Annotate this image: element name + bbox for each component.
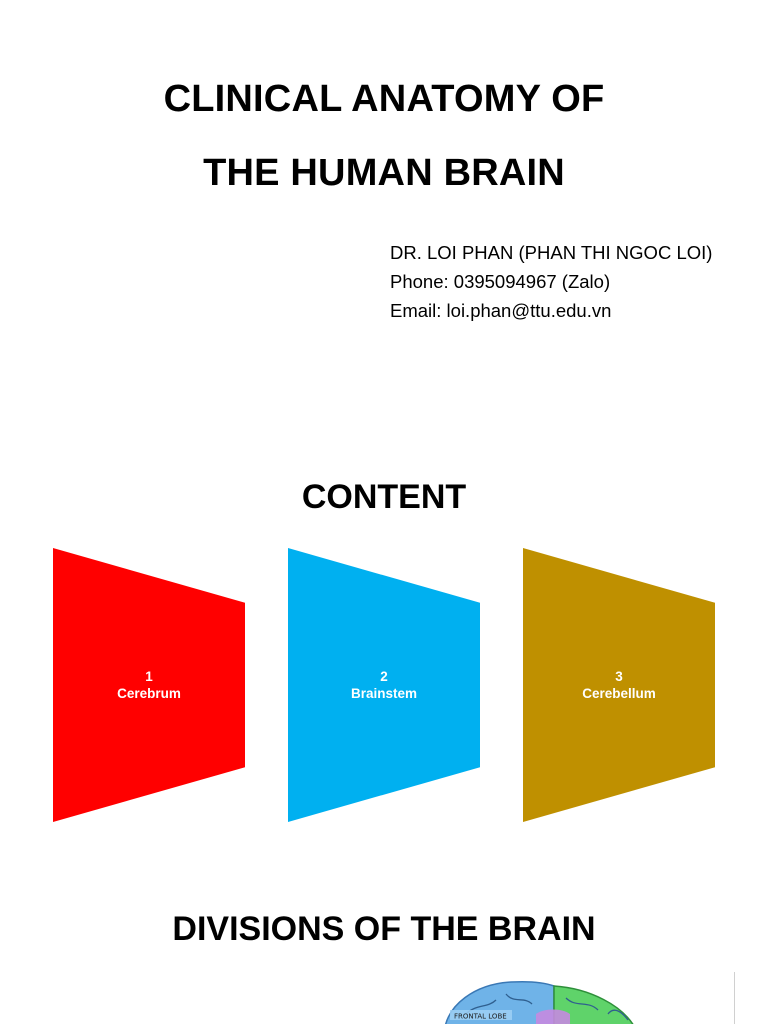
divisions-heading: DIVISIONS OF THE BRAIN — [172, 910, 596, 948]
brain-illustration: FRONTAL LOBE — [445, 981, 634, 1024]
author-block: DR. LOI PHAN (PHAN THI NGOC LOI) Phone: … — [390, 238, 712, 325]
title-line-1: CLINICAL ANATOMY OF — [163, 78, 605, 120]
title-line-2: THE HUMAN BRAIN — [203, 152, 565, 194]
page-edge-divider — [734, 972, 735, 1024]
content-item-cerebrum: 1 Cerebrum — [53, 548, 245, 822]
brain-diagram: FRONTAL LOBE — [436, 974, 646, 1024]
content-item-number: 3 — [615, 669, 623, 684]
author-name: DR. LOI PHAN (PHAN THI NGOC LOI) — [390, 242, 713, 263]
content-item-label: Cerebellum — [582, 686, 656, 701]
content-item-label: Cerebrum — [117, 686, 181, 701]
content-item-number: 2 — [380, 669, 388, 684]
content-item-cerebellum: 3 Cerebellum — [523, 548, 715, 822]
content-item-brainstem: 2 Brainstem — [288, 548, 480, 822]
content-heading: CONTENT — [301, 478, 467, 516]
content-item-number: 1 — [145, 669, 153, 684]
author-phone: Phone: 0395094967 (Zalo) — [390, 271, 611, 292]
author-email: Email: loi.phan@ttu.edu.vn — [390, 300, 612, 321]
frontal-lobe-label: FRONTAL LOBE — [454, 1013, 507, 1021]
content-item-label: Brainstem — [350, 686, 418, 701]
